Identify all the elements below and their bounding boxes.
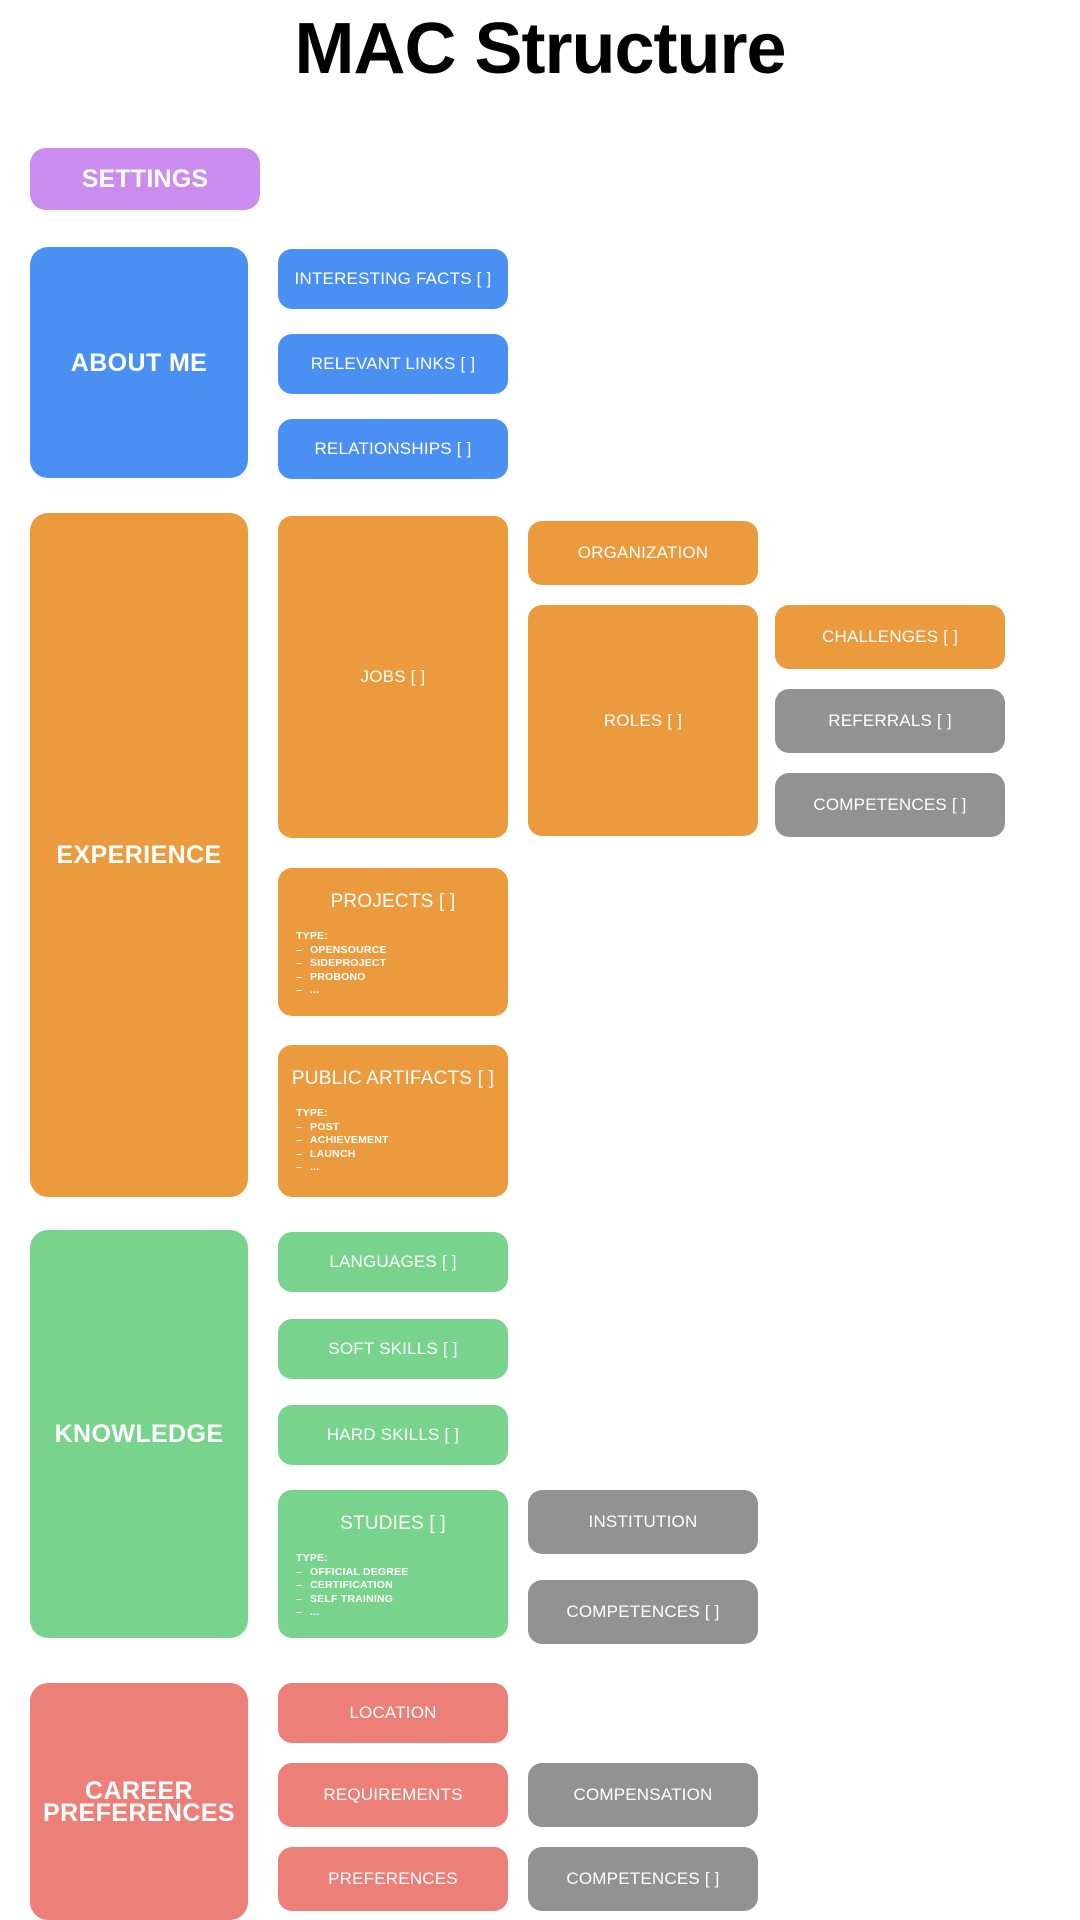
- studies-type-heading: TYPE:: [296, 1552, 328, 1564]
- knowledge-institution[interactable]: INSTITUTION: [528, 1490, 758, 1554]
- public-artifacts-type-item: –ACHIEVEMENT: [296, 1134, 389, 1146]
- institution-label: INSTITUTION: [588, 1512, 698, 1531]
- settings-label: SETTINGS: [81, 165, 209, 193]
- studies-type-list: TYPE: –OFFICIAL DEGREE –CERTIFICATION –S…: [296, 1552, 508, 1620]
- experience-challenges[interactable]: CHALLENGES [ ]: [775, 605, 1005, 669]
- career-preferences-label: CAREER PREFERENCES: [43, 1776, 235, 1827]
- challenges-label: CHALLENGES [ ]: [821, 627, 958, 646]
- compensation-label: COMPENSATION: [573, 1785, 713, 1804]
- experience-projects[interactable]: PROJECTS [ ] TYPE: –OPENSOURCE –SIDEPROJ…: [278, 868, 508, 1016]
- relationships-label: RELATIONSHIPS [ ]: [314, 439, 472, 458]
- projects-type-item: –PROBONO: [296, 970, 366, 983]
- studies-type-item: –...: [296, 1606, 320, 1618]
- experience-public-artifacts[interactable]: PUBLIC ARTIFACTS [ ] TYPE: –POST –ACHIEV…: [278, 1045, 508, 1197]
- about-me-relevant-links[interactable]: RELEVANT LINKS [ ]: [278, 334, 508, 394]
- soft-skills-label: SOFT SKILLS [ ]: [328, 1339, 458, 1358]
- experience-roles[interactable]: ROLES [ ]: [528, 605, 758, 836]
- languages-label: LANGUAGES [ ]: [329, 1252, 457, 1271]
- experience-competences[interactable]: COMPETENCES [ ]: [775, 773, 1005, 837]
- knowledge-soft-skills[interactable]: SOFT SKILLS [ ]: [278, 1319, 508, 1379]
- preferences-label: PREFERENCES: [328, 1869, 458, 1888]
- studies-label: STUDIES [ ]: [340, 1513, 446, 1534]
- knowledge-hard-skills[interactable]: HARD SKILLS [ ]: [278, 1405, 508, 1465]
- experience-block[interactable]: EXPERIENCE: [30, 513, 248, 1197]
- page-title: MAC Structure: [294, 9, 786, 89]
- knowledge-label: KNOWLEDGE: [54, 1420, 224, 1448]
- knowledge-competences[interactable]: COMPETENCES [ ]: [528, 1580, 758, 1644]
- experience-referrals[interactable]: REFERRALS [ ]: [775, 689, 1005, 753]
- public-artifacts-type-item: –LAUNCH: [296, 1147, 356, 1160]
- knowledge-competences-label: COMPETENCES [ ]: [566, 1602, 720, 1621]
- career-preferences-block[interactable]: CAREER PREFERENCES: [30, 1683, 248, 1920]
- projects-type-item: –OPENSOURCE: [296, 943, 387, 956]
- career-preferences-line1: CAREER: [85, 1776, 193, 1805]
- public-artifacts-type-heading: TYPE:: [296, 1107, 328, 1119]
- settings-block[interactable]: SETTINGS: [30, 148, 260, 210]
- studies-type-item: –CERTIFICATION: [296, 1579, 393, 1591]
- experience-organization[interactable]: ORGANIZATION: [528, 521, 758, 585]
- career-preferences-item[interactable]: PREFERENCES: [278, 1847, 508, 1911]
- knowledge-block[interactable]: KNOWLEDGE: [30, 1230, 248, 1638]
- knowledge-studies[interactable]: STUDIES [ ] TYPE: –OFFICIAL DEGREE –CERT…: [278, 1490, 508, 1638]
- projects-type-item: –...: [296, 984, 320, 996]
- experience-jobs[interactable]: JOBS [ ]: [278, 516, 508, 838]
- projects-type-list: TYPE: –OPENSOURCE –SIDEPROJECT –PROBONO …: [296, 930, 508, 998]
- jobs-label: JOBS [ ]: [360, 667, 426, 686]
- about-me-block[interactable]: ABOUT ME: [30, 247, 248, 478]
- studies-type-item: –SELF TRAINING: [296, 1592, 394, 1605]
- about-me-label: ABOUT ME: [70, 348, 208, 377]
- projects-type-item: –SIDEPROJECT: [296, 957, 387, 969]
- career-competences[interactable]: COMPETENCES [ ]: [528, 1847, 758, 1911]
- career-compensation[interactable]: COMPENSATION: [528, 1763, 758, 1827]
- projects-label: PROJECTS [ ]: [330, 891, 456, 912]
- requirements-label: REQUIREMENTS: [323, 1785, 463, 1804]
- about-me-interesting-facts[interactable]: INTERESTING FACTS [ ]: [278, 249, 508, 309]
- career-competences-label: COMPETENCES [ ]: [566, 1869, 720, 1888]
- public-artifacts-type-item: –...: [296, 1161, 320, 1173]
- career-requirements[interactable]: REQUIREMENTS: [278, 1763, 508, 1827]
- organization-label: ORGANIZATION: [577, 543, 709, 562]
- interesting-facts-label: INTERESTING FACTS [ ]: [294, 269, 492, 288]
- hard-skills-label: HARD SKILLS [ ]: [326, 1425, 460, 1444]
- competences-label: COMPETENCES [ ]: [813, 795, 967, 814]
- referrals-label: REFERRALS [ ]: [828, 711, 952, 730]
- public-artifacts-type-list: TYPE: –POST –ACHIEVEMENT –LAUNCH –...: [296, 1107, 508, 1175]
- knowledge-languages[interactable]: LANGUAGES [ ]: [278, 1232, 508, 1292]
- about-me-relationships[interactable]: RELATIONSHIPS [ ]: [278, 419, 508, 479]
- experience-label: EXPERIENCE: [56, 841, 222, 869]
- location-label: LOCATION: [349, 1703, 437, 1722]
- projects-type-heading: TYPE:: [296, 930, 328, 942]
- career-location[interactable]: LOCATION: [278, 1683, 508, 1743]
- public-artifacts-label: PUBLIC ARTIFACTS [ ]: [291, 1068, 495, 1089]
- relevant-links-label: RELEVANT LINKS [ ]: [310, 354, 476, 373]
- studies-type-item: –OFFICIAL DEGREE: [296, 1565, 409, 1578]
- roles-label: ROLES [ ]: [603, 710, 683, 730]
- public-artifacts-type-item: –POST: [296, 1120, 340, 1133]
- career-preferences-line2: PREFERENCES: [43, 1798, 235, 1827]
